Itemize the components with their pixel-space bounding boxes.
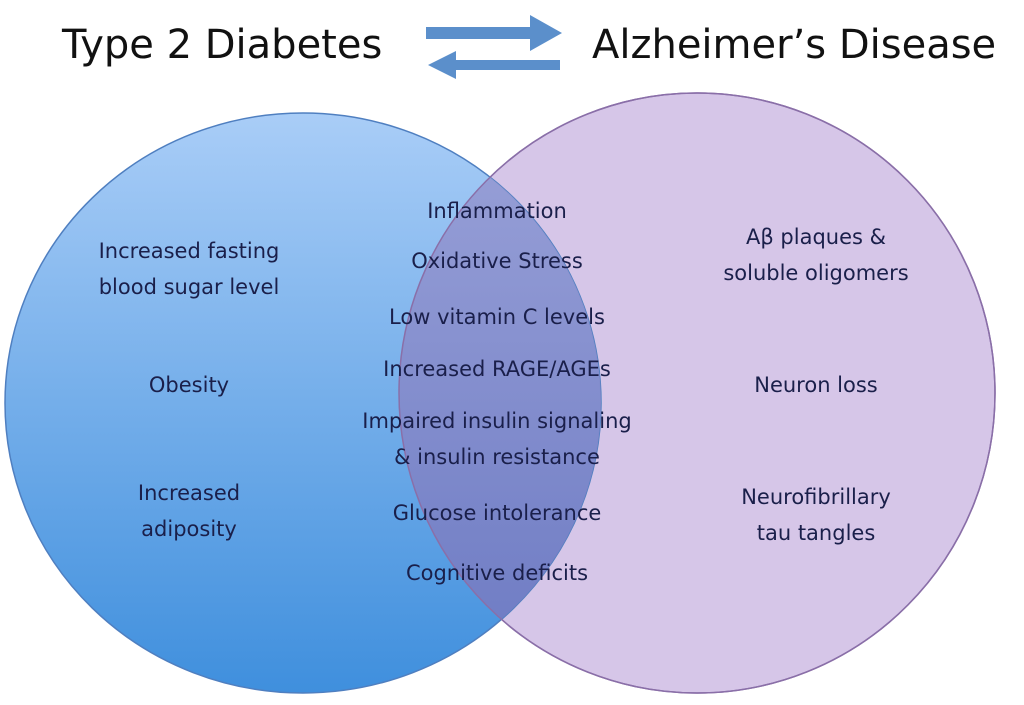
diabetes-item-line: Increased [138, 481, 240, 505]
shared-item-line: Cognitive deficits [406, 561, 588, 585]
shared-item: Low vitamin C levels [389, 305, 605, 329]
alzheimers-item: Neurofibrillary tau tangles [741, 485, 891, 545]
alzheimers-item-line: tau tangles [757, 521, 876, 545]
shared-item-line: Low vitamin C levels [389, 305, 605, 329]
alzheimers-circle-outline [398, 92, 996, 694]
shared-item-line: Glucose intolerance [393, 501, 602, 525]
diabetes-item-line: Obesity [149, 373, 229, 397]
shared-item-line: Impaired insulin signaling [362, 409, 631, 433]
diabetes-item: Increased fasting blood sugar level [99, 239, 280, 299]
left-arrow-icon [428, 51, 560, 79]
shared-item-line: Oxidative Stress [411, 249, 583, 273]
shared-item: Impaired insulin signaling & insulin resi… [362, 409, 631, 469]
overlap-region [399, 113, 601, 693]
bidirectional-arrows-icon [426, 15, 562, 79]
diabetes-items: Increased fasting blood sugar levelObesit… [99, 239, 280, 541]
shared-item: Cognitive deficits [406, 561, 588, 585]
shared-item: Glucose intolerance [393, 501, 602, 525]
right-title: Alzheimer’s Disease [592, 22, 996, 68]
alzheimers-item-line: Neuron loss [754, 373, 878, 397]
diabetes-item-line: Increased fasting [99, 239, 280, 263]
diabetes-item: Obesity [149, 373, 229, 397]
left-title: Type 2 Diabetes [61, 22, 382, 68]
alzheimers-item: Aβ plaques & soluble oligomers [723, 225, 908, 285]
diabetes-item-line: adiposity [141, 517, 237, 541]
alzheimers-item-line: Aβ plaques & [746, 225, 886, 249]
shared-item-line: Inflammation [427, 199, 567, 223]
diabetes-item: Increased adiposity [138, 481, 240, 541]
shared-item-line: & insulin resistance [394, 445, 600, 469]
shared-item-line: Increased RAGE/AGEs [383, 357, 611, 381]
alzheimers-item-line: soluble oligomers [723, 261, 908, 285]
shared-item: Oxidative Stress [411, 249, 583, 273]
alzheimers-item-line: Neurofibrillary [741, 485, 891, 509]
shared-item: Inflammation [427, 199, 567, 223]
alzheimers-item: Neuron loss [754, 373, 878, 397]
right-arrow-icon [426, 15, 562, 51]
diabetes-item-line: blood sugar level [99, 275, 280, 299]
shared-item: Increased RAGE/AGEs [383, 357, 611, 381]
